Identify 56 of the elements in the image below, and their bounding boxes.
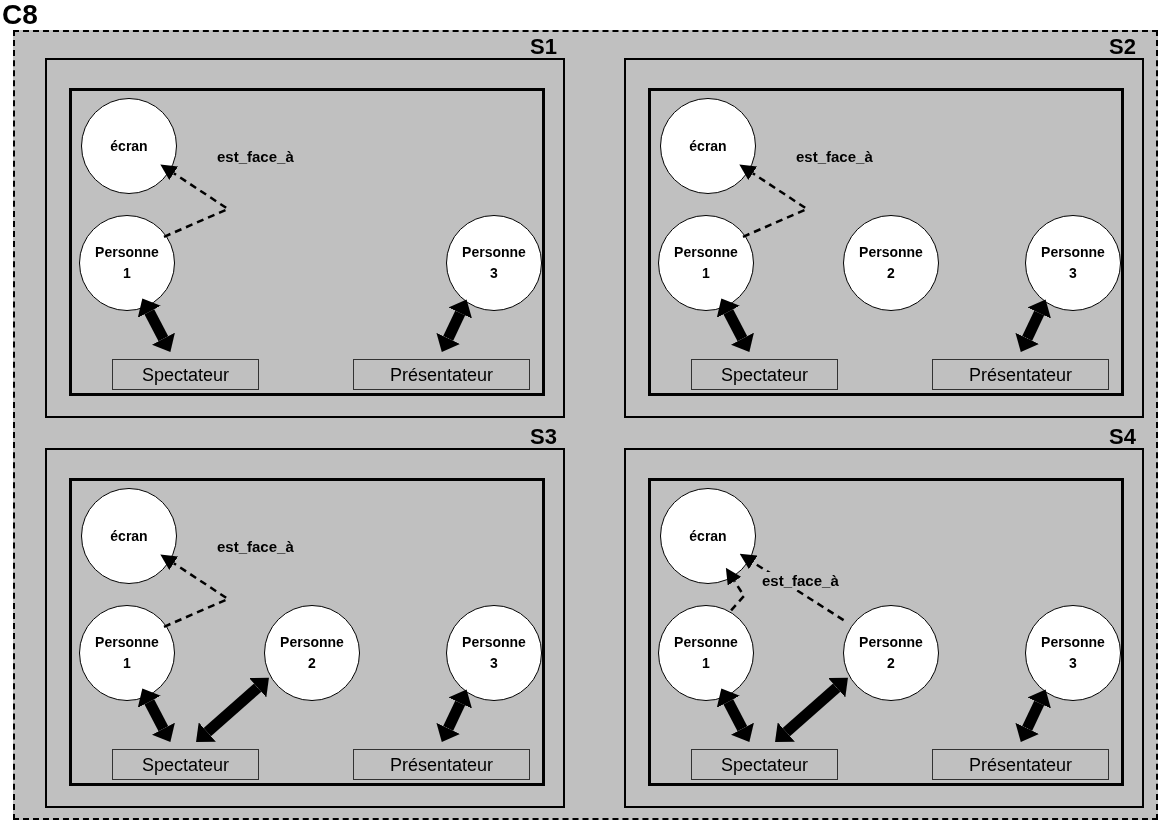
double-arrow: [1015, 689, 1051, 742]
inner-frame: [648, 478, 1124, 786]
double-arrow: [436, 299, 472, 352]
edge-label: est_face_à: [794, 148, 875, 166]
node-label: Présentateur: [389, 753, 494, 776]
node-label: Personne 3: [1040, 243, 1106, 283]
edge-label: est_face_à: [760, 572, 841, 590]
scene-label: S1: [530, 35, 557, 59]
double-arrow: [137, 688, 175, 742]
node-label: Personne 2: [858, 243, 924, 283]
scene-label: S2: [1109, 35, 1136, 59]
double-arrow: [716, 298, 754, 352]
node-label: Personne 1: [94, 243, 160, 283]
role-box: [932, 359, 1109, 390]
double-arrow: [196, 677, 269, 742]
scene-label: S3: [530, 425, 557, 449]
node-label: Présentateur: [968, 753, 1073, 776]
double-arrow: [716, 688, 754, 742]
frame-title: C8: [2, 0, 38, 30]
edge-label: est_face_à: [215, 538, 296, 556]
role-box: [353, 749, 530, 780]
node-label: Personne 1: [94, 633, 160, 673]
role-box: [932, 749, 1109, 780]
double-arrow: [137, 298, 175, 352]
node-label: Personne 1: [673, 633, 739, 673]
inner-frame: [69, 478, 545, 786]
node-label: Spectateur: [720, 753, 809, 776]
double-arrow: [436, 689, 472, 742]
node-label: Spectateur: [141, 753, 230, 776]
role-box: [691, 749, 838, 780]
node-label: Personne 2: [279, 633, 345, 673]
dashed-arrow: [725, 567, 746, 612]
node-label: Spectateur: [720, 363, 809, 386]
double-arrow: [1015, 299, 1051, 352]
role-box: [112, 749, 259, 780]
role-box: [112, 359, 259, 390]
node-label: Personne 1: [673, 243, 739, 283]
node-label: Personne 2: [858, 633, 924, 673]
role-box: [353, 359, 530, 390]
node-label: Présentateur: [389, 363, 494, 386]
edge-label: est_face_à: [215, 148, 296, 166]
node-label: écran: [109, 526, 149, 546]
node-label: écran: [109, 136, 149, 156]
role-box: [691, 359, 838, 390]
dashed-arrow: [739, 553, 845, 622]
node-label: Personne 3: [461, 243, 527, 283]
node-label: écran: [688, 136, 728, 156]
inner-frame: [69, 88, 545, 396]
scene-label: S4: [1109, 425, 1136, 449]
node-label: Présentateur: [968, 363, 1073, 386]
node-label: écran: [688, 526, 728, 546]
node-label: Personne 3: [1040, 633, 1106, 673]
double-arrow: [775, 677, 848, 742]
node-label: Personne 3: [461, 633, 527, 673]
node-label: Spectateur: [141, 363, 230, 386]
inner-frame: [648, 88, 1124, 396]
